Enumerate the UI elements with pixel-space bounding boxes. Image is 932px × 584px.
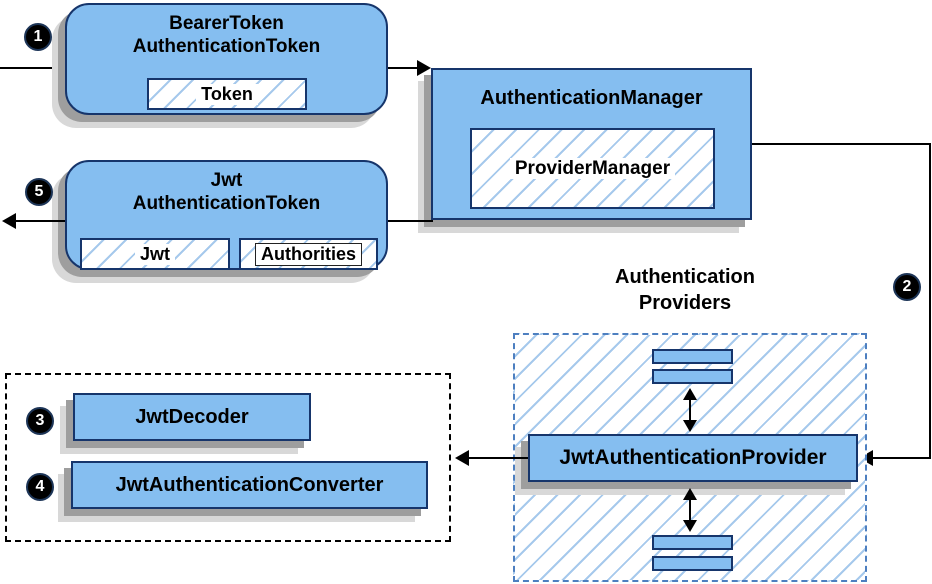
bearer-token-authentication-token-box: BearerToken AuthenticationToken Token <box>65 3 388 115</box>
double-arrow-bottom-line <box>689 498 691 522</box>
double-arrow-bottom-down-head <box>683 520 697 532</box>
flow-line-bearer-to-manager <box>388 67 420 69</box>
double-arrow-bottom-up-head <box>683 488 697 500</box>
authentication-manager-title: AuthenticationManager <box>480 87 703 109</box>
jwt-authentication-converter-label: JwtAuthenticationConverter <box>115 473 384 496</box>
jwt-token-title-line1: Jwt <box>210 170 243 191</box>
bearer-token-title-line2: AuthenticationToken <box>132 36 321 57</box>
flow-line-manager-to-jwt-token <box>388 220 433 222</box>
flow-line-incoming <box>0 67 66 69</box>
jwt-decoder-label: JwtDecoder <box>135 405 249 428</box>
jwt-token-title-line2: AuthenticationToken <box>132 193 321 214</box>
authorities-field-box: Authorities <box>239 238 378 270</box>
step-4-badge: 4 <box>26 473 54 501</box>
flow-line-step2-right <box>929 143 931 458</box>
step-5-badge: 5 <box>25 178 53 206</box>
step-2-badge: 2 <box>893 273 921 301</box>
providers-label-line2: Providers <box>638 292 732 314</box>
jwt-field-label: Jwt <box>134 243 175 265</box>
provider-manager-box: ProviderManager <box>470 128 715 209</box>
provider-placeholder-bar-4 <box>652 556 733 571</box>
provider-placeholder-bar-1 <box>652 349 733 364</box>
step-3-badge: 3 <box>26 407 54 435</box>
provider-placeholder-bar-3 <box>652 535 733 550</box>
arrowhead-outgoing-left <box>2 213 16 229</box>
jwt-token-box-title: Jwt AuthenticationToken <box>67 162 386 215</box>
providers-label-line1: Authentication <box>615 266 755 288</box>
flow-line-step2-bottom <box>872 457 931 459</box>
token-field-box: Token <box>147 78 307 110</box>
flow-line-step2-top <box>752 143 931 145</box>
jwt-authentication-token-box: Jwt AuthenticationToken Jwt Authorities <box>65 160 388 270</box>
double-arrow-top-down-head <box>683 420 697 432</box>
flow-line-outgoing <box>15 220 65 222</box>
provider-manager-label: ProviderManager <box>509 158 676 179</box>
step-1-badge: 1 <box>24 23 52 51</box>
flow-line-provider-to-support <box>468 457 528 459</box>
jwt-authentication-provider-label: JwtAuthenticationProvider <box>559 446 827 469</box>
jwt-decoder-box: JwtDecoder <box>73 393 311 441</box>
double-arrow-top-line <box>689 398 691 422</box>
authorities-field-label: Authorities <box>254 242 362 266</box>
jwt-authentication-provider-box: JwtAuthenticationProvider <box>528 434 858 482</box>
arrowhead-into-manager <box>417 60 431 76</box>
authentication-providers-label: Authentication Providers <box>555 264 815 316</box>
bearer-token-title-line1: BearerToken <box>169 13 284 34</box>
jwt-field-box: Jwt <box>80 238 230 270</box>
bearer-token-box-title: BearerToken AuthenticationToken <box>67 5 386 58</box>
double-arrow-top-up-head <box>683 388 697 400</box>
jwt-authentication-converter-box: JwtAuthenticationConverter <box>71 461 428 509</box>
authentication-manager-box: AuthenticationManager ProviderManager <box>431 68 752 220</box>
provider-placeholder-bar-2 <box>652 369 733 384</box>
arrowhead-into-support-group <box>455 450 469 466</box>
token-field-label: Token <box>196 83 258 105</box>
support-group-box <box>5 373 451 542</box>
